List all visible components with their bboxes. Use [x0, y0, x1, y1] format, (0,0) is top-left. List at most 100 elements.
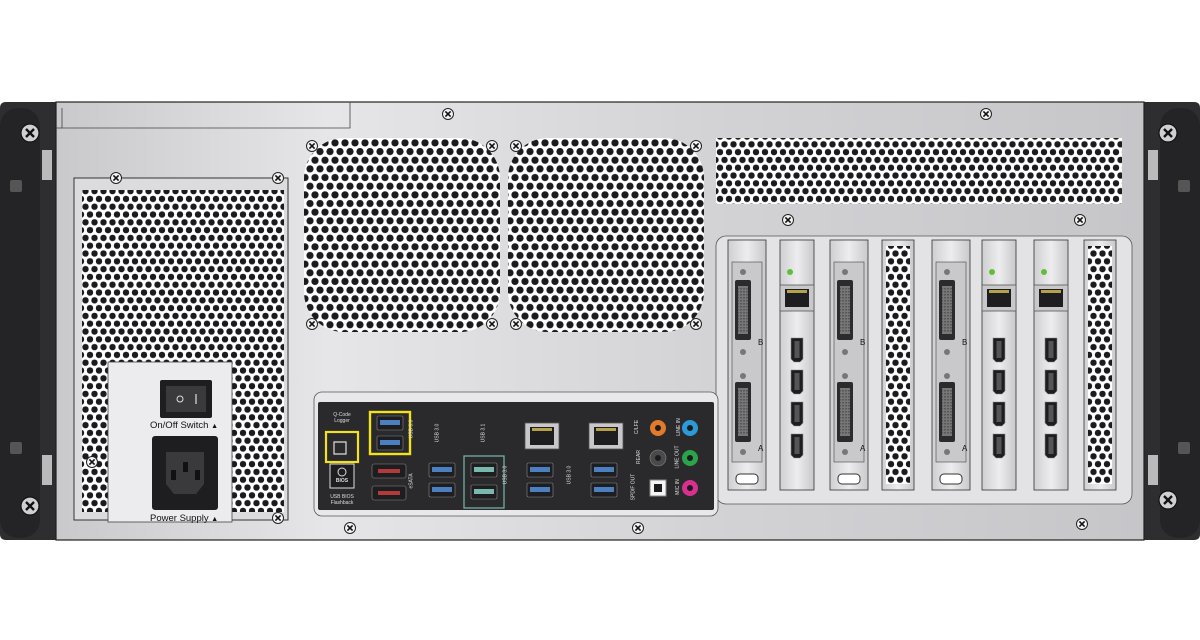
screw-icon [631, 521, 645, 535]
card-port-label-b: B [758, 338, 764, 347]
ethernet-port[interactable] [779, 284, 815, 312]
dvi-port-a[interactable] [734, 381, 752, 443]
esata-port[interactable] [371, 463, 407, 479]
status-led-icon [1041, 269, 1047, 275]
power-switch-label: On/Off Switch ▲ [150, 420, 219, 431]
usb-bios-port[interactable] [376, 415, 404, 431]
hdmi-port[interactable] [1044, 401, 1058, 427]
screw-icon [979, 107, 993, 121]
usb31-label: USB 3.1 [480, 423, 487, 443]
dvi-port-b[interactable] [836, 279, 854, 341]
screw-icon [1075, 517, 1089, 531]
screw-icon [689, 317, 703, 331]
usb-port[interactable] [526, 482, 554, 498]
dvi-port-a[interactable] [938, 381, 956, 443]
rear-label: REAR [635, 450, 642, 464]
usb30-label: USB 3.0 [566, 465, 573, 485]
hdmi-port[interactable] [992, 401, 1006, 427]
usb-port[interactable] [376, 435, 404, 451]
screw-icon [485, 317, 499, 331]
hdmi-port[interactable] [1044, 369, 1058, 395]
usb-port[interactable] [590, 462, 618, 478]
usb30-label: USB 3.0 [502, 465, 509, 485]
ethernet-port[interactable] [524, 422, 560, 450]
hdmi-port[interactable] [992, 369, 1006, 395]
card-port-label-b: B [860, 338, 866, 347]
hdmi-port[interactable] [790, 433, 804, 459]
screw-icon [1073, 213, 1087, 227]
esata-label: eSATA [408, 473, 415, 489]
expansion-card-dual-dvi [727, 239, 767, 491]
fan-grille-right [508, 138, 704, 332]
screw-icon [441, 107, 455, 121]
usb31-port[interactable] [470, 484, 498, 500]
usb30-label: USB 3.0 [408, 419, 415, 439]
expansion-card-dual-dvi [829, 239, 869, 491]
warning-icon: ▲ [211, 516, 219, 523]
expansion-card-network-hdmi [779, 239, 815, 491]
top-vent [716, 138, 1122, 204]
rack-screw-icon [1157, 489, 1179, 511]
screw-icon [109, 171, 123, 185]
screw-icon [271, 511, 285, 525]
card-port-label-a: A [758, 444, 764, 453]
hdmi-port[interactable] [992, 337, 1006, 363]
usb30-label: USB 3.0 [434, 423, 441, 443]
screw-icon [689, 139, 703, 153]
status-led-icon [989, 269, 995, 275]
screw-icon [509, 139, 523, 153]
hdmi-port[interactable] [790, 369, 804, 395]
power-supply-label: Power Supply ▲ [150, 513, 219, 524]
rack-screw-icon [1157, 122, 1179, 144]
card-port-label-a: A [860, 444, 866, 453]
hdmi-port[interactable] [1044, 337, 1058, 363]
expansion-slot-area [715, 235, 1133, 505]
esata-port[interactable] [371, 485, 407, 501]
dvi-port-b[interactable] [734, 279, 752, 341]
slot-cover-vented [1083, 239, 1117, 491]
mic-in-label: MIC IN [674, 479, 681, 495]
hdmi-port[interactable] [992, 433, 1006, 459]
expansion-card-network-hdmi [1033, 239, 1069, 491]
hdmi-port[interactable] [790, 401, 804, 427]
ethernet-port[interactable] [981, 284, 1017, 312]
card-port-label-a: A [962, 444, 968, 453]
rack-ear-left [0, 102, 56, 540]
screw-icon [781, 213, 795, 227]
usb-port[interactable] [590, 482, 618, 498]
clfe-label: C/LFE [634, 419, 641, 435]
rack-ear-right [1144, 102, 1200, 540]
hdmi-port[interactable] [790, 337, 804, 363]
hdmi-port[interactable] [1044, 433, 1058, 459]
q-code-logger-label: Q-Code Logger [333, 412, 351, 424]
expansion-card-dual-dvi [931, 239, 971, 491]
dvi-port-a[interactable] [836, 381, 854, 443]
screw-icon [509, 317, 523, 331]
usb-port[interactable] [526, 462, 554, 478]
fan-grille-left [304, 138, 500, 332]
warning-icon: ▲ [211, 423, 219, 430]
q-code-logger-button[interactable] [333, 441, 347, 455]
rack-screw-icon [19, 495, 41, 517]
screw-icon [305, 139, 319, 153]
usb-bios-flashback-label: USB BIOS Flashback [330, 494, 354, 506]
screw-icon [271, 171, 285, 185]
ethernet-port[interactable] [588, 422, 624, 450]
usb-port[interactable] [428, 462, 456, 478]
ethernet-port[interactable] [1033, 284, 1069, 312]
expansion-card-network-hdmi [981, 239, 1017, 491]
usb31-port[interactable] [470, 462, 498, 478]
dvi-port-b[interactable] [938, 279, 956, 341]
spdif-out-label: SPDIF OUT [630, 473, 637, 501]
bios-button-label: BIOS [335, 478, 349, 484]
line-in-label: LINE IN [675, 418, 682, 436]
screw-icon [85, 455, 99, 469]
power-supply-unit [73, 177, 289, 523]
screw-icon [343, 521, 357, 535]
usb-port[interactable] [428, 482, 456, 498]
card-port-label-b: B [962, 338, 968, 347]
screw-icon [485, 139, 499, 153]
rack-screw-icon [19, 122, 41, 144]
status-led-icon [787, 269, 793, 275]
